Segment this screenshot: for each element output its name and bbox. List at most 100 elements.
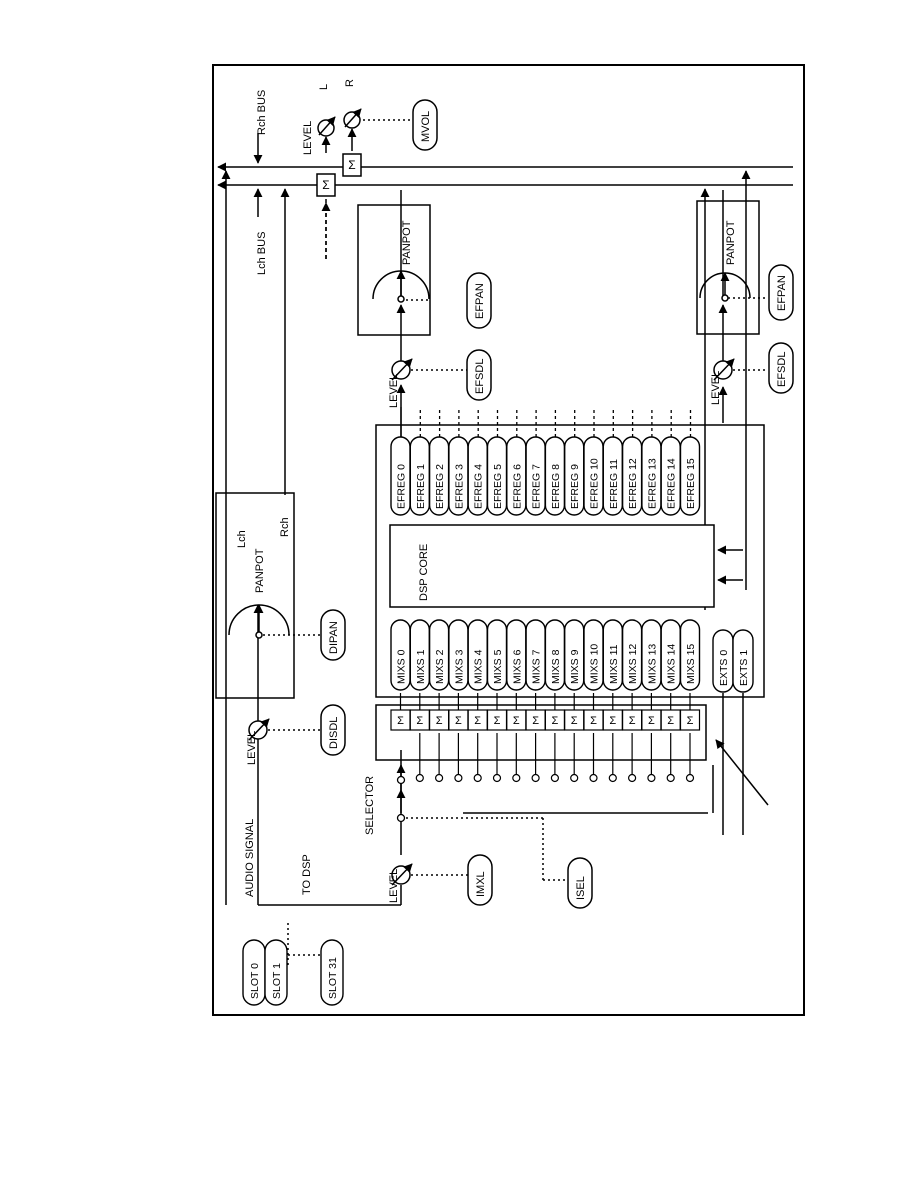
mixs-6: MIXS 6 <box>506 619 527 691</box>
efpan2-label: EFPAN <box>776 275 788 311</box>
mixs-4: MIXS 4 <box>467 619 488 691</box>
slot-group: SLOT 0 SLOT 1 SLOT 31 <box>242 939 344 1006</box>
efreg-13: EFREG 13 <box>641 436 662 516</box>
efreg-7-label: EFREG 7 <box>531 464 543 509</box>
mixs-6-label: MIXS 6 <box>511 649 523 684</box>
slot-1: SLOT 1 <box>264 939 288 1006</box>
disdl-label: DISDL <box>328 717 340 749</box>
mixs-4-label: MIXS 4 <box>473 649 485 684</box>
efsdl-control: EFSDL <box>466 349 492 401</box>
efreg-5: EFREG 5 <box>486 436 508 516</box>
imxl-label: IMXL <box>475 871 487 897</box>
efreg-11: EFREG 11 <box>602 436 623 516</box>
mixs-8: MIXS 8 <box>544 619 566 691</box>
mixs-5-label: MIXS 5 <box>492 649 504 684</box>
efsdl2-label: EFSDL <box>776 352 788 387</box>
input-summer: Σ <box>679 693 701 783</box>
slot-2-label: SLOT 31 <box>327 957 339 999</box>
selector-node <box>608 773 617 783</box>
efreg-12: EFREG 12 <box>621 436 643 516</box>
mixs-10-label: MIXS 10 <box>589 644 601 684</box>
mixs-2: MIXS 2 <box>428 619 450 691</box>
summer-symbol: Σ <box>532 715 539 727</box>
selector-node <box>589 773 598 783</box>
efpan-panpot-label: PANPOT <box>401 220 413 265</box>
dipan-panpot-label: PANPOT <box>254 548 266 593</box>
isel-control: ISEL <box>567 857 593 909</box>
input-summer: Σ <box>390 693 411 731</box>
selector-nodes <box>396 775 406 823</box>
efreg-14: EFREG 14 <box>660 436 681 516</box>
dsp-core-label: DSP CORE <box>418 544 430 601</box>
summer-symbol: Σ <box>571 715 578 727</box>
imxl-control: IMXL <box>467 854 493 906</box>
disdl-control: DISDL <box>320 704 346 756</box>
control-links <box>258 119 768 965</box>
summer-symbol: Σ <box>322 178 329 192</box>
efreg-15: EFREG 15 <box>679 436 701 516</box>
rch-label: Rch <box>279 517 291 537</box>
panpot-arcs <box>228 270 751 639</box>
input-summer: Σ <box>409 693 430 783</box>
efsdl-label: EFSDL <box>474 359 486 394</box>
summer-symbol: Σ <box>455 715 462 727</box>
input-summer: Σ <box>660 693 681 783</box>
mixs-14: MIXS 14 <box>660 619 681 691</box>
rch-bus-label: Rch BUS <box>256 90 268 135</box>
mixs-7: MIXS 7 <box>525 619 546 691</box>
output-right-label: R <box>344 79 356 87</box>
selector-node <box>435 773 444 783</box>
efreg-9: EFREG 9 <box>564 436 585 516</box>
efreg-14-label: EFREG 14 <box>666 458 678 509</box>
selector-label: SELECTOR <box>364 776 376 835</box>
summer-symbol: Σ <box>436 715 443 727</box>
efreg-6-label: EFREG 6 <box>511 464 523 509</box>
slot-1-label: SLOT 1 <box>271 963 283 999</box>
efreg-10-label: EFREG 10 <box>589 458 601 509</box>
input-summer: Σ <box>641 693 662 783</box>
mixs-9-label: MIXS 9 <box>569 649 581 684</box>
efreg-6: EFREG 6 <box>506 436 527 516</box>
selector-node <box>531 773 540 783</box>
summer-symbol: Σ <box>609 715 616 727</box>
input-summer: Σ <box>467 693 488 783</box>
mixs-7-label: MIXS 7 <box>531 649 543 684</box>
output-left-label: L <box>318 84 330 90</box>
slot-1-box <box>264 939 288 1006</box>
efpan2-panpot-label: PANPOT <box>725 220 737 265</box>
summer-symbol: Σ <box>348 158 355 172</box>
selector-node <box>666 773 675 783</box>
summer-symbol: Σ <box>629 715 636 727</box>
selector-node <box>685 773 695 783</box>
mixs-10: MIXS 10 <box>583 619 604 691</box>
mixs-12-label: MIXS 12 <box>627 644 639 684</box>
selector-node <box>473 773 482 783</box>
efreg-12-label: EFREG 12 <box>627 458 639 509</box>
efpan-control: EFPAN <box>466 272 492 329</box>
signal-flow-diagram: Σ Σ Rch BU <box>213 65 804 1015</box>
efsdl-level-label: LEVEL <box>388 374 400 408</box>
exts-1-box <box>732 629 754 693</box>
exts-0-label: EXTS 0 <box>718 650 730 686</box>
mixs-3-label: MIXS 3 <box>453 649 465 684</box>
mixs-2-label: MIXS 2 <box>434 649 446 684</box>
efreg-4: EFREG 4 <box>467 436 488 516</box>
efreg-3-label: EFREG 3 <box>453 464 465 509</box>
efsdl2-level-label: LEVEL <box>710 371 722 405</box>
input-summer: Σ <box>544 693 565 783</box>
input-summer: Σ <box>525 693 546 783</box>
mixs-0: MIXS 0 <box>390 619 411 691</box>
audio-signal-label: AUDIO SIGNAL <box>244 819 256 897</box>
lch-bus-label: Lch BUS <box>256 232 268 275</box>
efreg-13-label: EFREG 13 <box>646 458 658 509</box>
slot-0-label: SLOT 0 <box>249 963 261 999</box>
mixs-1: MIXS 1 <box>409 619 431 691</box>
mixs-0-label: MIXS 0 <box>396 649 408 684</box>
efreg-1-label: EFREG 1 <box>415 464 427 509</box>
to-dsp-label: TO DSP <box>301 854 313 895</box>
selector-node <box>512 773 521 783</box>
efreg-4-label: EFREG 4 <box>473 464 485 509</box>
selector-node <box>454 773 463 783</box>
dipan-control: DIPAN <box>320 609 346 661</box>
input-summer: Σ <box>429 693 450 783</box>
